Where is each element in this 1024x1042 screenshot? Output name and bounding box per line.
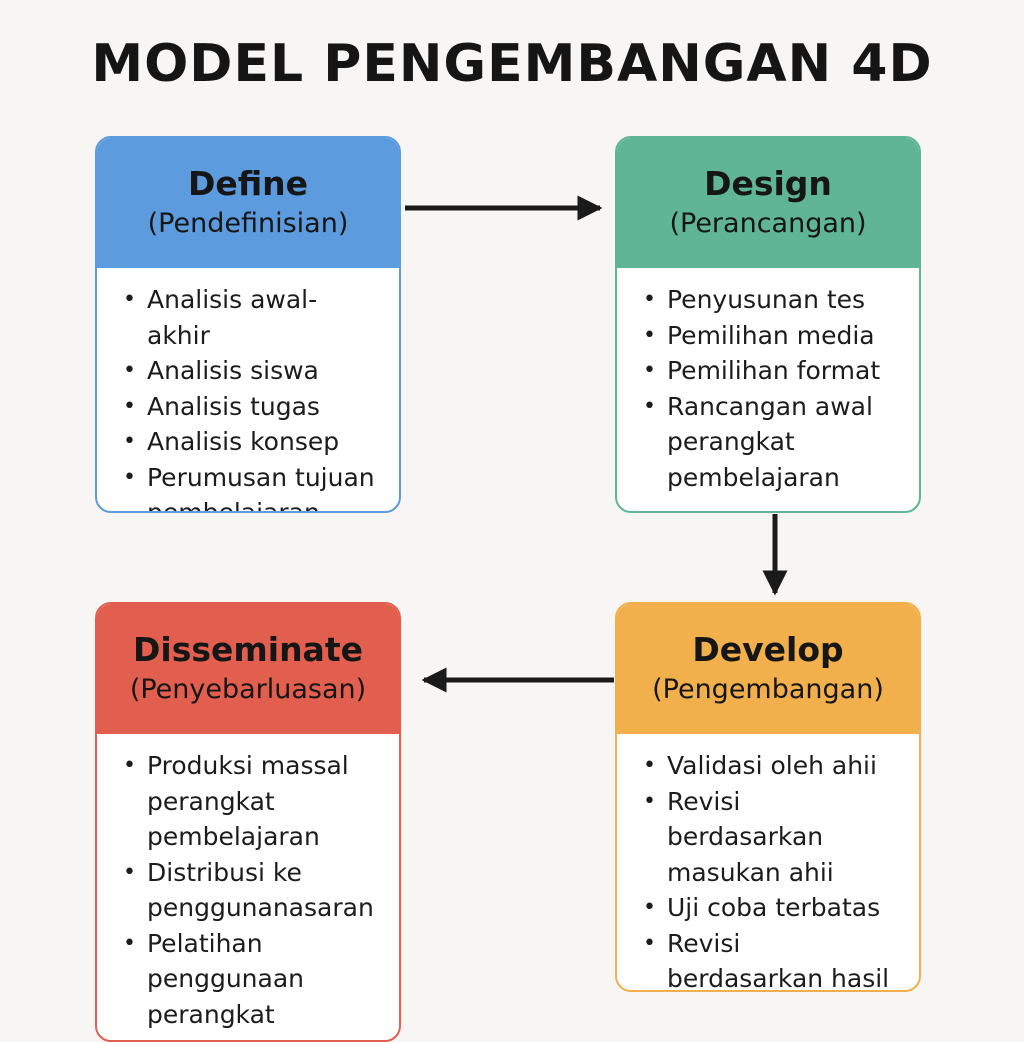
stage-name: Disseminate <box>133 630 363 669</box>
diagram-title: MODEL PENGEMBANGAN 4D <box>91 34 933 94</box>
stage-subtitle: (Pengembangan) <box>652 674 884 705</box>
stage-header-develop: Develop (Pengembangan) <box>617 604 919 734</box>
list-item: Revisi berdasarkan hasil uji coba <box>641 926 899 991</box>
stage-items-define: Analisis awal-akhir Analisis siswa Anali… <box>97 268 399 512</box>
list-item: Distribusi ke penggunanasaran <box>121 855 379 926</box>
stage-items-design: Penyusunan tes Pemilihan media Pemilihan… <box>617 268 919 495</box>
stage-card-design: Design (Perancangan) Penyusunan tes Pemi… <box>615 136 921 513</box>
list-item: Analisis konsep <box>121 424 379 460</box>
list-item: Rancangan awal perangkat pembelajaran <box>641 389 899 496</box>
stage-name: Design <box>704 164 832 203</box>
list-item: Analisis tugas <box>121 389 379 425</box>
list-item: Penyusunan tes <box>641 282 899 318</box>
stage-card-define: Define (Pendefinisian) Analisis awal-akh… <box>95 136 401 513</box>
list-item: Pemilihan format <box>641 353 899 389</box>
stage-header-disseminate: Disseminate (Penyebarluasan) <box>97 604 399 734</box>
stage-subtitle: (Penyebarluasan) <box>129 674 367 705</box>
list-item: Produksi massal perangkat pembelajaran <box>121 748 379 855</box>
stage-subtitle: (Perancangan) <box>669 208 867 239</box>
list-item: Pelatihan penggunaan perangkat <box>121 926 379 1033</box>
list-item: Analisis awal-akhir <box>121 282 379 353</box>
list-item: Validasi oleh ahii <box>641 748 899 784</box>
stage-header-design: Design (Perancangan) <box>617 138 919 268</box>
stage-header-define: Define (Pendefinisian) <box>97 138 399 268</box>
list-item: Pemilihan media <box>641 318 899 354</box>
list-item: Perumusan tujuan pembelajaran <box>121 460 379 512</box>
stage-name: Define <box>187 164 309 203</box>
stage-subtitle: (Pendefinisian) <box>147 208 349 239</box>
list-item: Revisi berdasarkan masukan ahii <box>641 784 899 891</box>
stage-items-develop: Validasi oleh ahii Revisi berdasarkan ma… <box>617 734 919 991</box>
list-item: Uji coba terbatas <box>641 890 899 926</box>
stage-card-disseminate: Disseminate (Penyebarluasan) Produksi ma… <box>95 602 401 1042</box>
stage-name: Develop <box>692 630 844 669</box>
stage-card-develop: Develop (Pengembangan) Validasi oleh ahi… <box>615 602 921 992</box>
list-item: Analisis siswa <box>121 353 379 389</box>
stage-items-disseminate: Produksi massal perangkat pembelajaran D… <box>97 734 399 1032</box>
